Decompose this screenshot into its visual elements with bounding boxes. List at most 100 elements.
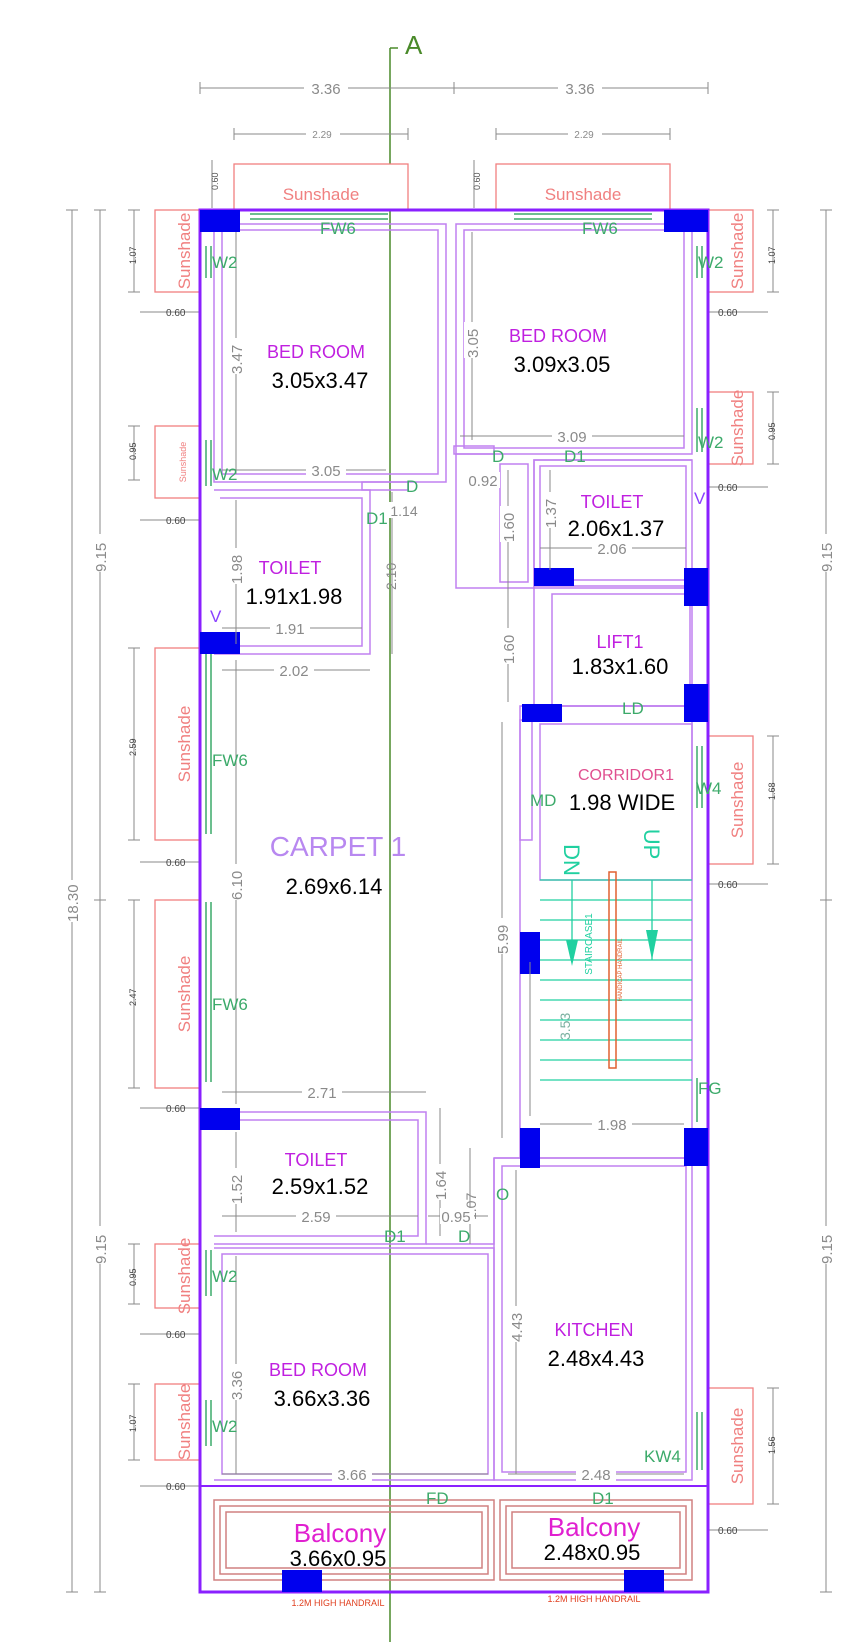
- dim-160b: 1.60: [501, 635, 518, 664]
- handrail-bar: [608, 871, 617, 1069]
- right-chain-1: 1.07: [767, 246, 777, 264]
- tag-d-bed2: D: [492, 447, 504, 466]
- bed2-size: 3.09x3.05: [514, 352, 611, 377]
- tag-kw4: KW4: [644, 1447, 681, 1466]
- handrail-note-left: 1.2M HIGH HANDRAIL: [291, 1598, 384, 1608]
- tag-v-toilet2: V: [694, 489, 706, 508]
- tag-o: O: [496, 1185, 509, 1204]
- right-chain-5: 1.68: [767, 782, 777, 800]
- dim-proj-left: 0.60: [210, 172, 220, 190]
- bed2-name: BED ROOM: [509, 326, 607, 346]
- left-chain-1: 1.07: [128, 246, 138, 264]
- corridor-name: CORRIDOR1: [578, 767, 674, 784]
- bed1-name: BED ROOM: [267, 342, 365, 362]
- dim-353: 3.53: [557, 1013, 573, 1040]
- sunshade-label-l4: Sunshade: [175, 956, 194, 1033]
- lift-name: LIFT1: [596, 632, 643, 652]
- dim-198: 1.98: [597, 1117, 626, 1134]
- sunshade-label-l2: Sunshade: [178, 442, 188, 483]
- left-chain-2: 0.60: [166, 308, 186, 319]
- dim-599: 5.99: [495, 925, 512, 954]
- stair-up-label: UP: [639, 829, 664, 860]
- room-labels: BED ROOM 3.05x3.47 BED ROOM 3.09x3.05 TO…: [246, 326, 676, 1608]
- dim-proj-right: 0.60: [472, 172, 482, 190]
- right-chain-7: 1.56: [767, 1436, 777, 1454]
- carpet-name: CARPET 1: [270, 831, 406, 862]
- right-chain-3: 0.95: [767, 422, 777, 440]
- dim-sunshade-right: 2.29: [574, 130, 594, 141]
- window-lines: [205, 213, 703, 1470]
- toilet1-dim-w: 1.91: [275, 621, 304, 638]
- toilet3-size: 2.59x1.52: [272, 1174, 369, 1199]
- kitchen-dim-w: 2.48: [581, 1467, 610, 1484]
- tag-d1-kitchen: D1: [592, 1489, 614, 1508]
- dim-sunshade-left: 2.29: [312, 130, 332, 141]
- bed2-dim-w: 3.09: [557, 429, 586, 446]
- balcony2-size: 2.48x0.95: [544, 1540, 641, 1565]
- left-chain-6: 0.60: [166, 858, 186, 869]
- tag-w2-r1: W2: [698, 253, 724, 272]
- kitchen-size: 2.48x4.43: [548, 1346, 645, 1371]
- carpet-size: 2.69x6.14: [286, 874, 383, 899]
- dim-210: 2.10: [383, 563, 399, 590]
- bed1-dim-w: 3.05: [311, 463, 340, 480]
- right-chain-8: 0.60: [718, 1526, 738, 1537]
- balcony1-size: 3.66x0.95: [290, 1546, 387, 1571]
- bed3-size: 3.66x3.36: [274, 1386, 371, 1411]
- outer-wall: [198, 208, 710, 1594]
- toilet2-name: TOILET: [581, 492, 644, 512]
- stair-up-arrow: [646, 930, 658, 960]
- dim-164: 1.64: [433, 1171, 450, 1200]
- tag-fw6-top-left: FW6: [320, 219, 356, 238]
- kitchen-name: KITCHEN: [554, 1320, 633, 1340]
- tag-fw6-l2: FW6: [212, 995, 248, 1014]
- kitchen-dim-h: 4.43: [509, 1313, 526, 1342]
- tag-d-bed3: D: [458, 1227, 470, 1246]
- sunshade-label-l6: Sunshade: [175, 1384, 194, 1461]
- sunshade-label-l3: Sunshade: [175, 706, 194, 783]
- left-chain-10: 0.60: [166, 1330, 186, 1341]
- dim-114: 1.14: [390, 503, 417, 519]
- dim-half-right: 3.36: [565, 81, 594, 98]
- tag-fw6-l1: FW6: [212, 751, 248, 770]
- dim-092: 0.92: [468, 473, 497, 490]
- tag-fg: FG: [698, 1079, 722, 1098]
- tag-ld: LD: [622, 699, 644, 718]
- sunshade-label-r1: Sunshade: [728, 213, 747, 290]
- toilet3-dim-w: 2.59: [301, 1209, 330, 1226]
- dim-right-lower: 9.15: [819, 1235, 836, 1264]
- sunshade-label-r2: Sunshade: [728, 390, 747, 467]
- bed1-size: 3.05x3.47: [272, 368, 369, 393]
- section-line: A: [389, 30, 423, 1642]
- tag-w2-l4: W2: [212, 1417, 238, 1436]
- tag-w2-l2: W2: [212, 465, 238, 484]
- bed3-dim-w: 3.66: [337, 1467, 366, 1484]
- opening-tags: FW6 FW6 W2 W2 W2 W2 D D1 D D1 V V LD MD …: [210, 219, 724, 1508]
- toilet3-name: TOILET: [285, 1150, 348, 1170]
- dim-095: 0.95: [441, 1209, 470, 1226]
- left-chain-12: 0.60: [166, 1482, 186, 1493]
- tag-d1-toilet3: D1: [384, 1227, 406, 1246]
- toilet3-dim-h: 1.52: [229, 1175, 246, 1204]
- bed3-name: BED ROOM: [269, 1360, 367, 1380]
- columns: [200, 210, 708, 1592]
- carpet-dim-h: 6.10: [229, 871, 246, 900]
- toilet2-size: 2.06x1.37: [568, 516, 665, 541]
- bed2-dim-h: 3.05: [465, 329, 482, 358]
- tag-w2-l1: W2: [212, 253, 238, 272]
- tag-d1-toilet2: D1: [564, 447, 586, 466]
- balconies: [213, 1499, 693, 1581]
- toilet3-dim-top: 2.71: [307, 1085, 336, 1102]
- sunshade-label-top-left: Sunshade: [283, 185, 360, 204]
- toilet1-name: TOILET: [259, 558, 322, 578]
- room-walls: [213, 223, 693, 1481]
- sunshade-label-r4: Sunshade: [728, 1408, 747, 1485]
- tag-fw6-top-right: FW6: [582, 219, 618, 238]
- left-chain-11: 1.07: [128, 1414, 138, 1432]
- dim-left-lower: 9.15: [93, 1235, 110, 1264]
- lift-size: 1.83x1.60: [572, 654, 669, 679]
- dim-160: 1.60: [501, 513, 518, 542]
- stair-dn-label: DN: [559, 844, 584, 876]
- dim-right-upper: 9.15: [819, 543, 836, 572]
